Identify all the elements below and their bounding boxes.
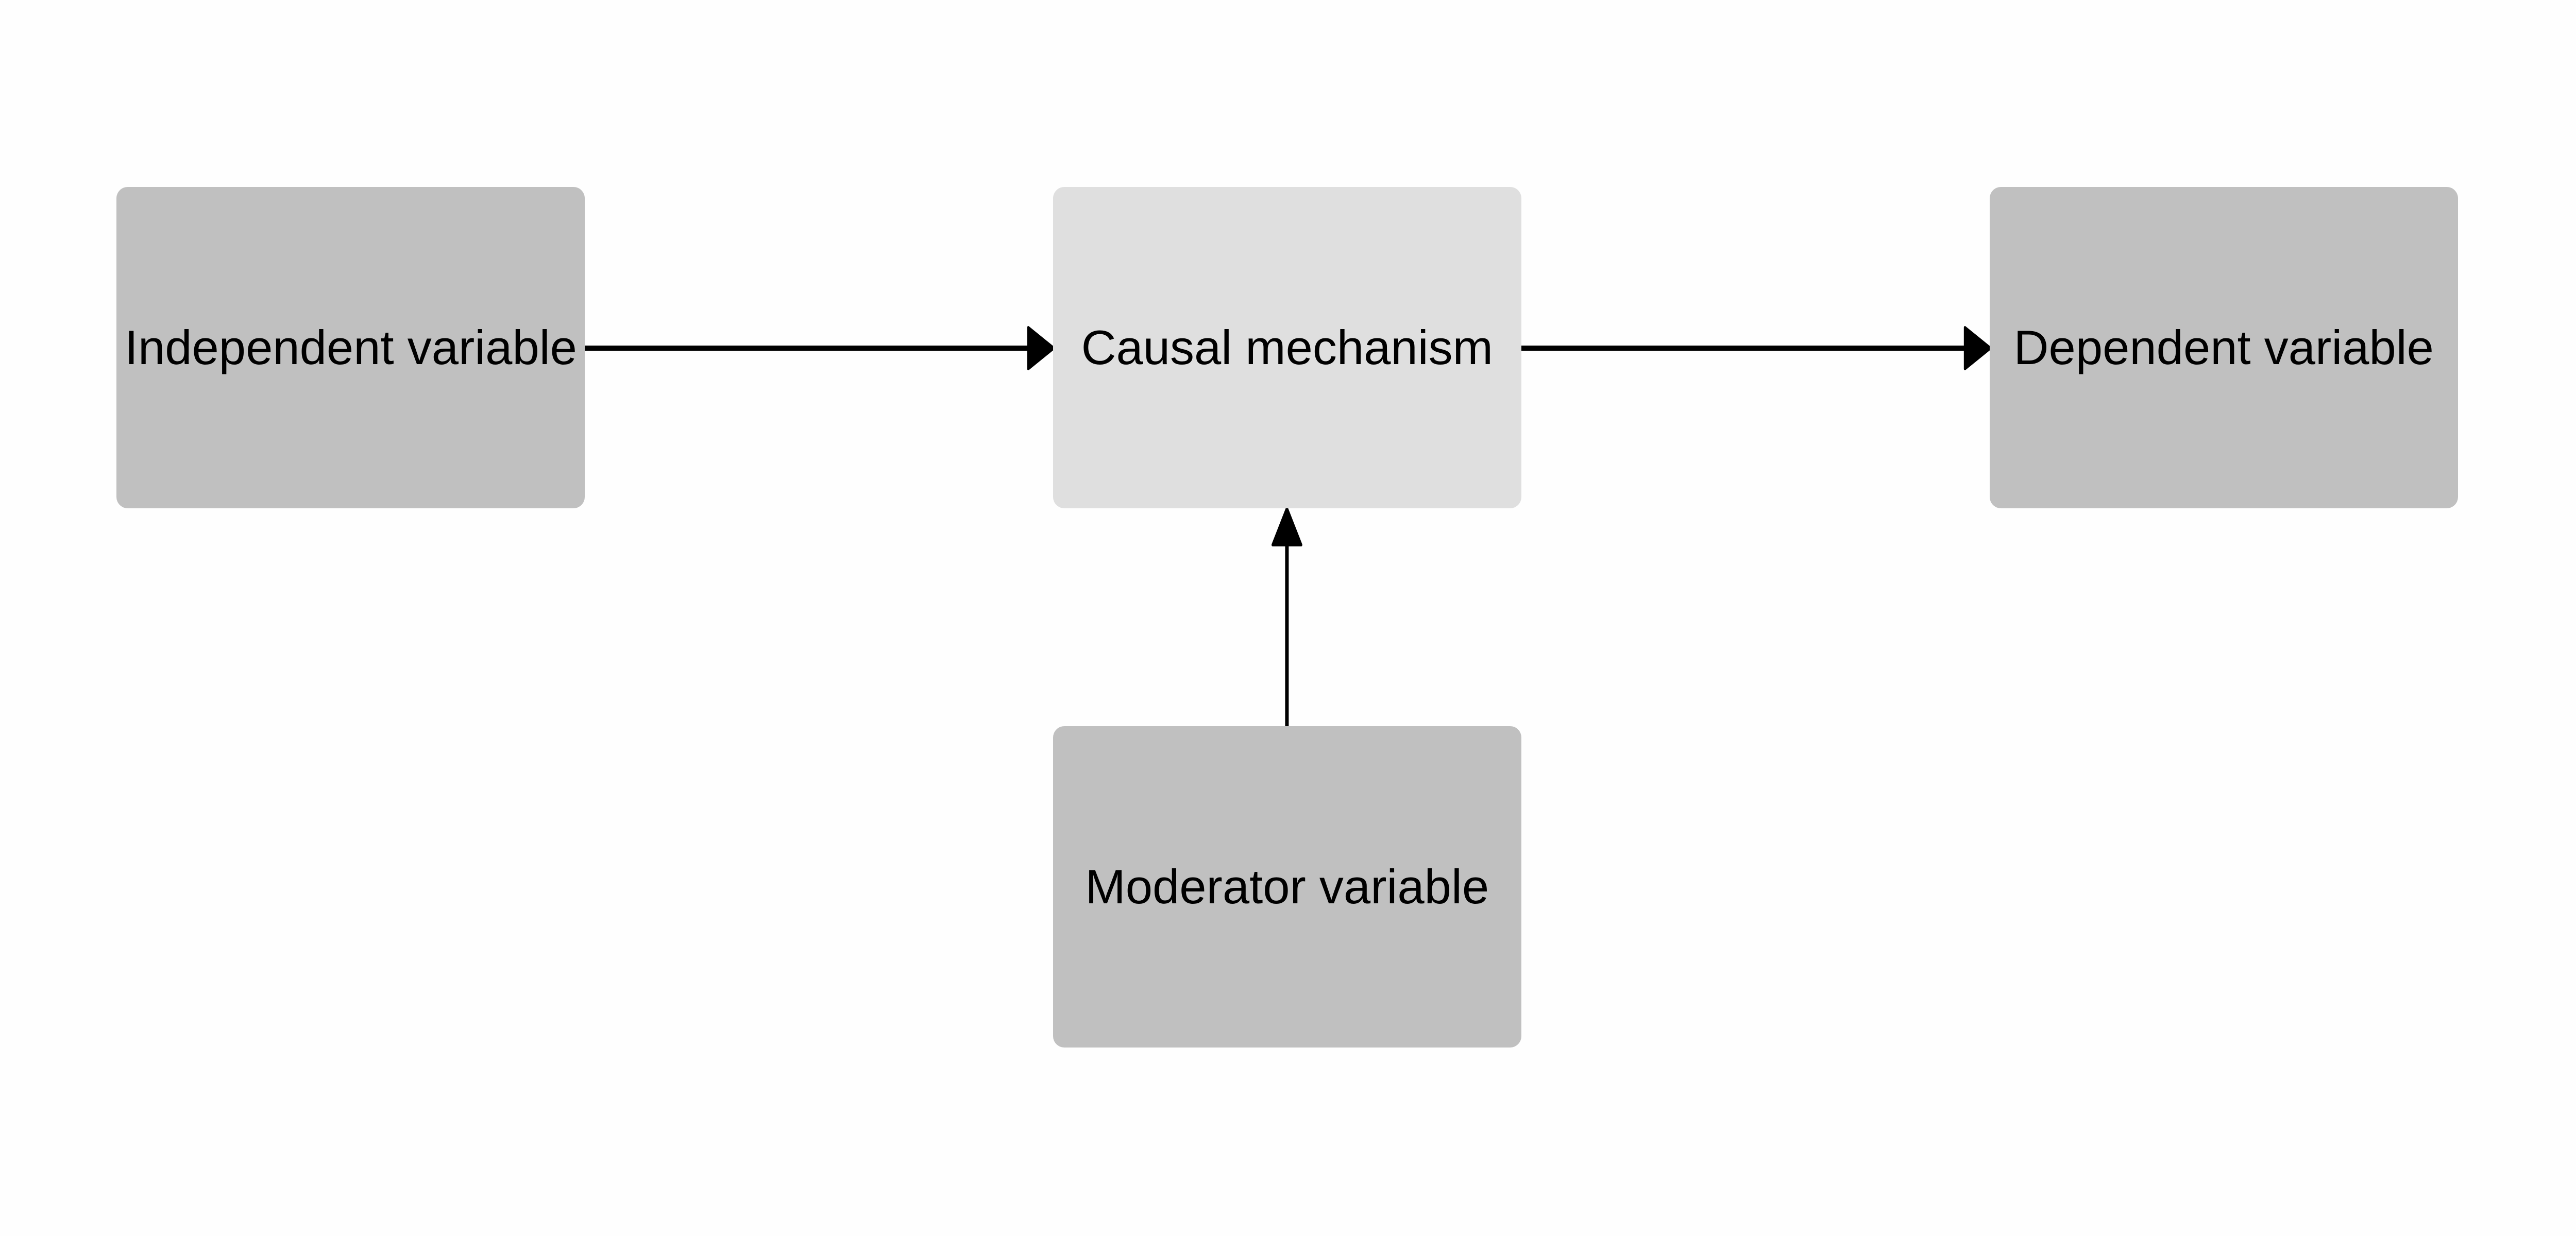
node-dependent-variable: Dependent variable	[1989, 187, 2458, 508]
node-label: Causal mechanism	[1081, 320, 1493, 374]
arrow-mechanism-to-dependent	[1519, 326, 1992, 370]
node-label: Moderator variable	[1085, 860, 1489, 914]
arrow-moderator-to-mechanism	[1272, 507, 1302, 729]
node-label: Dependent variable	[2013, 320, 2434, 374]
arrow-independent-to-mechanism	[583, 326, 1055, 370]
node-label: Independent variable	[124, 320, 577, 374]
node-independent-variable: Independent variable	[116, 187, 585, 508]
node-moderator-variable: Moderator variable	[1053, 726, 1521, 1048]
node-causal-mechanism: Causal mechanism	[1053, 187, 1521, 508]
